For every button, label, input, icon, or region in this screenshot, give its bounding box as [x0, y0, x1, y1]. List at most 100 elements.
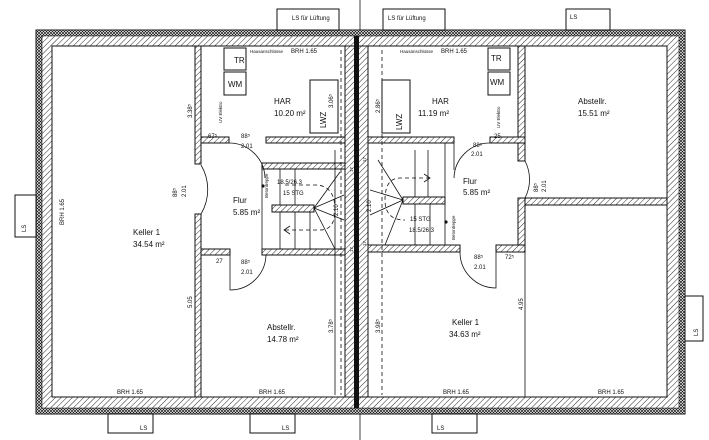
- door-keller-right[interactable]: [459, 251, 497, 289]
- wall-flur-keller-b: [495, 244, 526, 253]
- stair-type: Betontreppe: [451, 215, 456, 240]
- connections-label: Hausanschlüsse: [250, 49, 284, 54]
- stair-landing-wall-r: [402, 196, 446, 205]
- room-area-flur: 5.85 m²: [463, 188, 490, 197]
- dim-label: 72⁵: [505, 254, 515, 261]
- washer-box-r: [487, 71, 511, 96]
- wall-keller-abstell: [194, 213, 202, 398]
- window-bottom-1[interactable]: LS: [107, 413, 154, 434]
- door-abstell-right[interactable]: [524, 160, 530, 199]
- door-width: 88⁵: [474, 254, 484, 261]
- door-width: 88⁵: [473, 142, 483, 149]
- door-keller-left[interactable]: [200, 164, 209, 215]
- stair-landing-wall: [271, 204, 315, 213]
- washer-box: [223, 71, 247, 96]
- door-width: 88⁵: [533, 182, 540, 192]
- lwz-unit: [309, 79, 339, 134]
- wall-flur-abstell: [200, 248, 231, 256]
- window-right[interactable]: LS: [684, 295, 704, 342]
- window-label: LS: [694, 329, 700, 336]
- window-label: LS: [282, 426, 289, 432]
- connections-label: Hausanschlüsse: [400, 49, 434, 54]
- brh-label: BRH 1.65: [598, 390, 625, 396]
- wall-flur-keller-a: [367, 244, 461, 253]
- tr-label: TR: [491, 54, 502, 63]
- window-left[interactable]: LS: [14, 194, 37, 238]
- dryer-box-r: [487, 47, 511, 71]
- stair-type: Betontreppe: [264, 173, 269, 198]
- uv-label: UV Elektro: [218, 101, 223, 123]
- wall-har-abstell: [517, 45, 526, 141]
- room-name-abstell: Abstellr.: [267, 323, 295, 332]
- room-area-har: 10.20 m²: [274, 109, 306, 118]
- party-wall-core: [354, 36, 359, 408]
- brh-label: BRH 1.65: [60, 198, 66, 225]
- dim-label: 3.78⁵: [328, 318, 335, 333]
- room-name-flur: Flur: [463, 177, 477, 186]
- left-house-labels: TR WM Hausanschlüsse BRH 1.65 HAR 10.20 …: [60, 49, 354, 396]
- door-har-left[interactable]: [228, 142, 266, 179]
- window-label: LS: [437, 426, 444, 432]
- lwz-label: LWZ: [395, 114, 404, 130]
- room-area-flur: 5.85 m²: [233, 208, 260, 217]
- door-height: 2.01: [542, 180, 548, 192]
- dim-label: 4.95: [519, 298, 525, 310]
- wm-label: WM: [228, 80, 243, 89]
- stair-width: 2.10: [334, 204, 340, 216]
- window-label: LS für Lüftung: [292, 16, 330, 22]
- outer-masonry-layer: [35, 29, 686, 415]
- dim-label: 3.06⁵: [328, 93, 335, 108]
- window-top-middle[interactable]: LS für Lüftung: [382, 8, 446, 31]
- window-bottom-2[interactable]: LS: [249, 413, 296, 434]
- brh-label: BRH 1.65: [443, 390, 470, 396]
- dim-label: 2.86⁵: [375, 98, 382, 113]
- room-name-keller: Keller 1: [452, 318, 480, 327]
- window-label: LS: [22, 225, 28, 232]
- wm-label: WM: [490, 78, 505, 87]
- lwz-label: LWZ: [319, 112, 328, 128]
- stair-steps: 15 STG: [410, 217, 431, 223]
- brh-label: BRH 1.65: [259, 390, 286, 396]
- dim-label: 17: [362, 240, 367, 246]
- wall-stair-bottom: [261, 248, 346, 256]
- room-name-har: HAR: [274, 97, 291, 106]
- wall-har-flur-b: [265, 136, 346, 144]
- door-abstell-left[interactable]: [229, 254, 267, 291]
- window-bottom-3[interactable]: LS: [431, 413, 478, 434]
- window-label: LS: [570, 15, 577, 21]
- door-height: 2.01: [241, 144, 253, 150]
- door-width: 88⁵: [241, 259, 251, 266]
- wall-flur-right-a: [517, 142, 526, 162]
- dim-label: 27: [216, 259, 223, 265]
- room-name-flur: Flur: [233, 196, 247, 205]
- wall-stair-top: [261, 162, 346, 170]
- door-height: 2.01: [474, 265, 486, 271]
- room-name-abstell: Abstellr.: [578, 97, 606, 106]
- wall-har-flur-r-a: [367, 136, 455, 144]
- dim-label: 17: [349, 166, 354, 172]
- room-area-abstell: 14.78 m²: [267, 335, 299, 344]
- room-name-keller: Keller 1: [133, 228, 161, 237]
- brh-label: BRH 1.65: [441, 49, 468, 55]
- door-height: 2.01: [471, 152, 483, 158]
- room-area-keller: 34.63 m²: [449, 330, 481, 339]
- uv-label: UV Elektro: [496, 106, 501, 128]
- window-label: LS für Lüftung: [388, 16, 426, 22]
- stair-right: [369, 143, 448, 246]
- room-area-keller: 34.54 m²: [133, 240, 165, 249]
- stair-width: 2.10: [367, 200, 373, 212]
- stair-ratio: 18.5/26.3: [277, 180, 303, 186]
- tr-label: TR: [234, 56, 245, 65]
- door-har-right[interactable]: [453, 142, 491, 179]
- stair-ratio: 18.5/26.3: [409, 228, 435, 234]
- stair-steps: 15 STG: [283, 191, 304, 197]
- window-top-right[interactable]: LS: [565, 8, 611, 31]
- window-top-left[interactable]: LS für Lüftung: [276, 8, 340, 31]
- wall-har-flur-a: [200, 136, 230, 144]
- door-width: 88⁵: [172, 187, 179, 197]
- brh-label: BRH 1.65: [291, 49, 318, 55]
- dim-label: 5.05: [188, 296, 194, 308]
- wall-har-flur-r-b: [489, 136, 526, 144]
- dim-label: 25: [494, 134, 501, 140]
